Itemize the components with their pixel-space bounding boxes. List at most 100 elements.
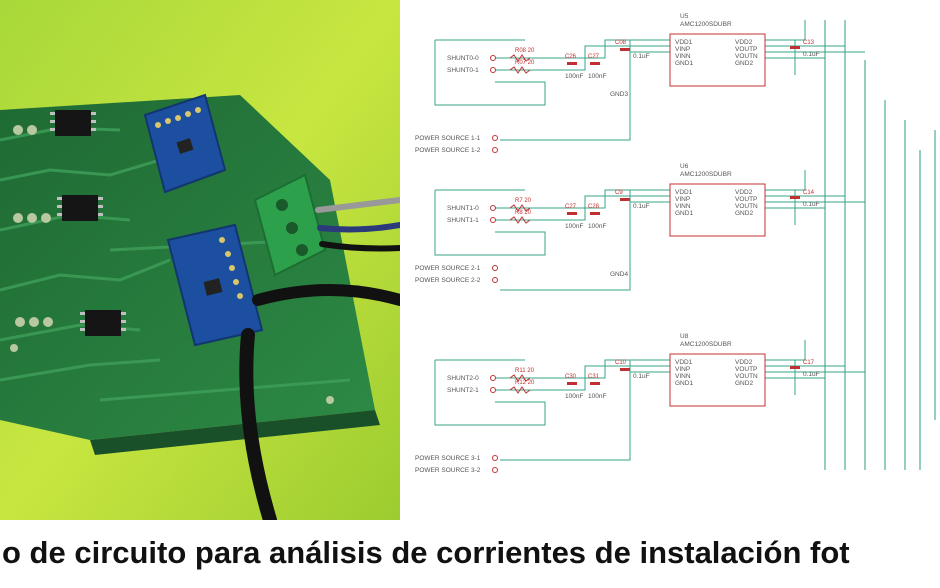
pin-label: VINN [675, 203, 691, 210]
resistor-icon [509, 374, 531, 382]
capacitor-value: 0.1uF [803, 51, 820, 58]
shunt-label: SHUNT2-0 [447, 375, 479, 382]
capacitor-icon [567, 62, 577, 65]
wire [765, 170, 806, 191]
connector-icon [492, 455, 498, 461]
wire [495, 365, 670, 391]
capacitor-icon [567, 382, 577, 385]
power-source-label: POWER SOURCE 3-1 [415, 455, 481, 462]
pcb-photo [0, 0, 400, 520]
ic-chips [50, 110, 126, 336]
shunt-label: SHUNT1-1 [447, 217, 479, 224]
resistor-icon [509, 386, 531, 394]
ic-part-label: AMC1200SDUBR [680, 21, 732, 28]
pin-label: VOUTP [735, 196, 757, 203]
wire [495, 39, 670, 59]
capacitor-label: C28 [588, 204, 600, 210]
pin-label: VDD1 [675, 189, 693, 196]
ic-ref-label: U8 [680, 333, 689, 340]
capacitor-value: 0.1uF [803, 371, 820, 378]
pin-label: GND1 [675, 60, 693, 67]
power-source-label: POWER SOURCE 2-1 [415, 265, 481, 272]
wire [765, 20, 806, 41]
wire [500, 190, 631, 291]
ic-u8 [669, 353, 766, 407]
jumper-wires [239, 197, 400, 520]
resistor-label: R08 20 [515, 48, 535, 54]
capacitor-icon [590, 212, 600, 215]
pin-label: GND2 [735, 380, 753, 387]
wire [495, 189, 670, 209]
resistor-icon [509, 54, 531, 62]
shunt-label: SHUNT1-0 [447, 205, 479, 212]
pin-label: VINP [675, 46, 690, 53]
pin-label: GND1 [675, 210, 693, 217]
pin-label: VDD1 [675, 39, 693, 46]
ic-u6 [669, 183, 766, 237]
pin-label: VOUTN [735, 373, 758, 380]
capacitor-label: C08 [615, 40, 627, 46]
ic-ref-label: U6 [680, 163, 689, 170]
power-source-label: POWER SOURCE 1-1 [415, 135, 481, 142]
capacitor-icon [790, 366, 800, 369]
pin-label: VINP [675, 366, 690, 373]
power-source-label: POWER SOURCE 2-2 [415, 277, 481, 284]
capacitor-label: C26 [565, 54, 577, 60]
capacitor-label: C9 [615, 190, 623, 196]
capacitor-value: 0.1uF [633, 203, 650, 210]
pcb-edge [90, 410, 380, 455]
connector-icon [490, 387, 496, 393]
resistor-label: R07 20 [515, 60, 535, 66]
pin-label: GND2 [735, 60, 753, 67]
capacitor-value: 0.1uF [633, 53, 650, 60]
wire [434, 40, 546, 106]
capacitor-value: 100nF [588, 393, 606, 400]
connector-icon [492, 147, 498, 153]
resistor-label: R11 20 [515, 368, 535, 374]
capacitor-label: C10 [615, 360, 627, 366]
wire [495, 195, 670, 221]
shunt-label: SHUNT0-0 [447, 55, 479, 62]
capacitor-value: 100nF [565, 223, 583, 230]
power-source-label: POWER SOURCE 1-2 [415, 147, 481, 154]
capacitor-label: C30 [565, 374, 577, 380]
adc-module-1 [143, 93, 227, 194]
pin-label: VINN [675, 373, 691, 380]
wire [495, 359, 670, 379]
power-source-label: POWER SOURCE 3-2 [415, 467, 481, 474]
capacitor-value: 100nF [565, 73, 583, 80]
wire [495, 45, 670, 71]
connector-icon [492, 277, 498, 283]
connector-icon [490, 67, 496, 73]
capacitor-label: C17 [803, 360, 815, 366]
pin-label: VOUTP [735, 46, 757, 53]
ic-part-label: AMC1200SDUBR [680, 171, 732, 178]
pin-label: GND2 [735, 210, 753, 217]
adc-module-2 [166, 223, 264, 347]
schematic-diagram: U5AMC1200SDUBRVDD1VINPVINNGND1VDD2VOUTPV… [415, 13, 936, 474]
ic-u5 [669, 33, 766, 87]
capacitor-value: 0.1uF [633, 373, 650, 380]
wire [500, 40, 631, 141]
capacitor-icon [620, 48, 630, 51]
connector-icon [492, 265, 498, 271]
ic-part-label: AMC1200SDUBR [680, 341, 732, 348]
connector-icon [490, 217, 496, 223]
wire [500, 360, 631, 461]
resistor-label: R8 20 [515, 210, 532, 216]
capacitor-icon [590, 62, 600, 65]
resistor-icon [509, 204, 531, 212]
pin-label: VOUTP [735, 366, 757, 373]
connector-icon [490, 375, 496, 381]
pin-label: VDD2 [735, 189, 753, 196]
resistor-icon [509, 216, 531, 224]
pin-label: GND1 [675, 380, 693, 387]
resistor-label: R12 20 [515, 380, 535, 386]
wire [434, 360, 546, 426]
connector-icon [490, 205, 496, 211]
ic-ref-label: U5 [680, 13, 689, 20]
resistor-icon [509, 66, 531, 74]
pin-label: VINP [675, 196, 690, 203]
converter-block-2: U6AMC1200SDUBRVDD1VINPVINNGND1VDD2VOUTPV… [415, 163, 865, 291]
capacitor-label: C13 [803, 40, 815, 46]
